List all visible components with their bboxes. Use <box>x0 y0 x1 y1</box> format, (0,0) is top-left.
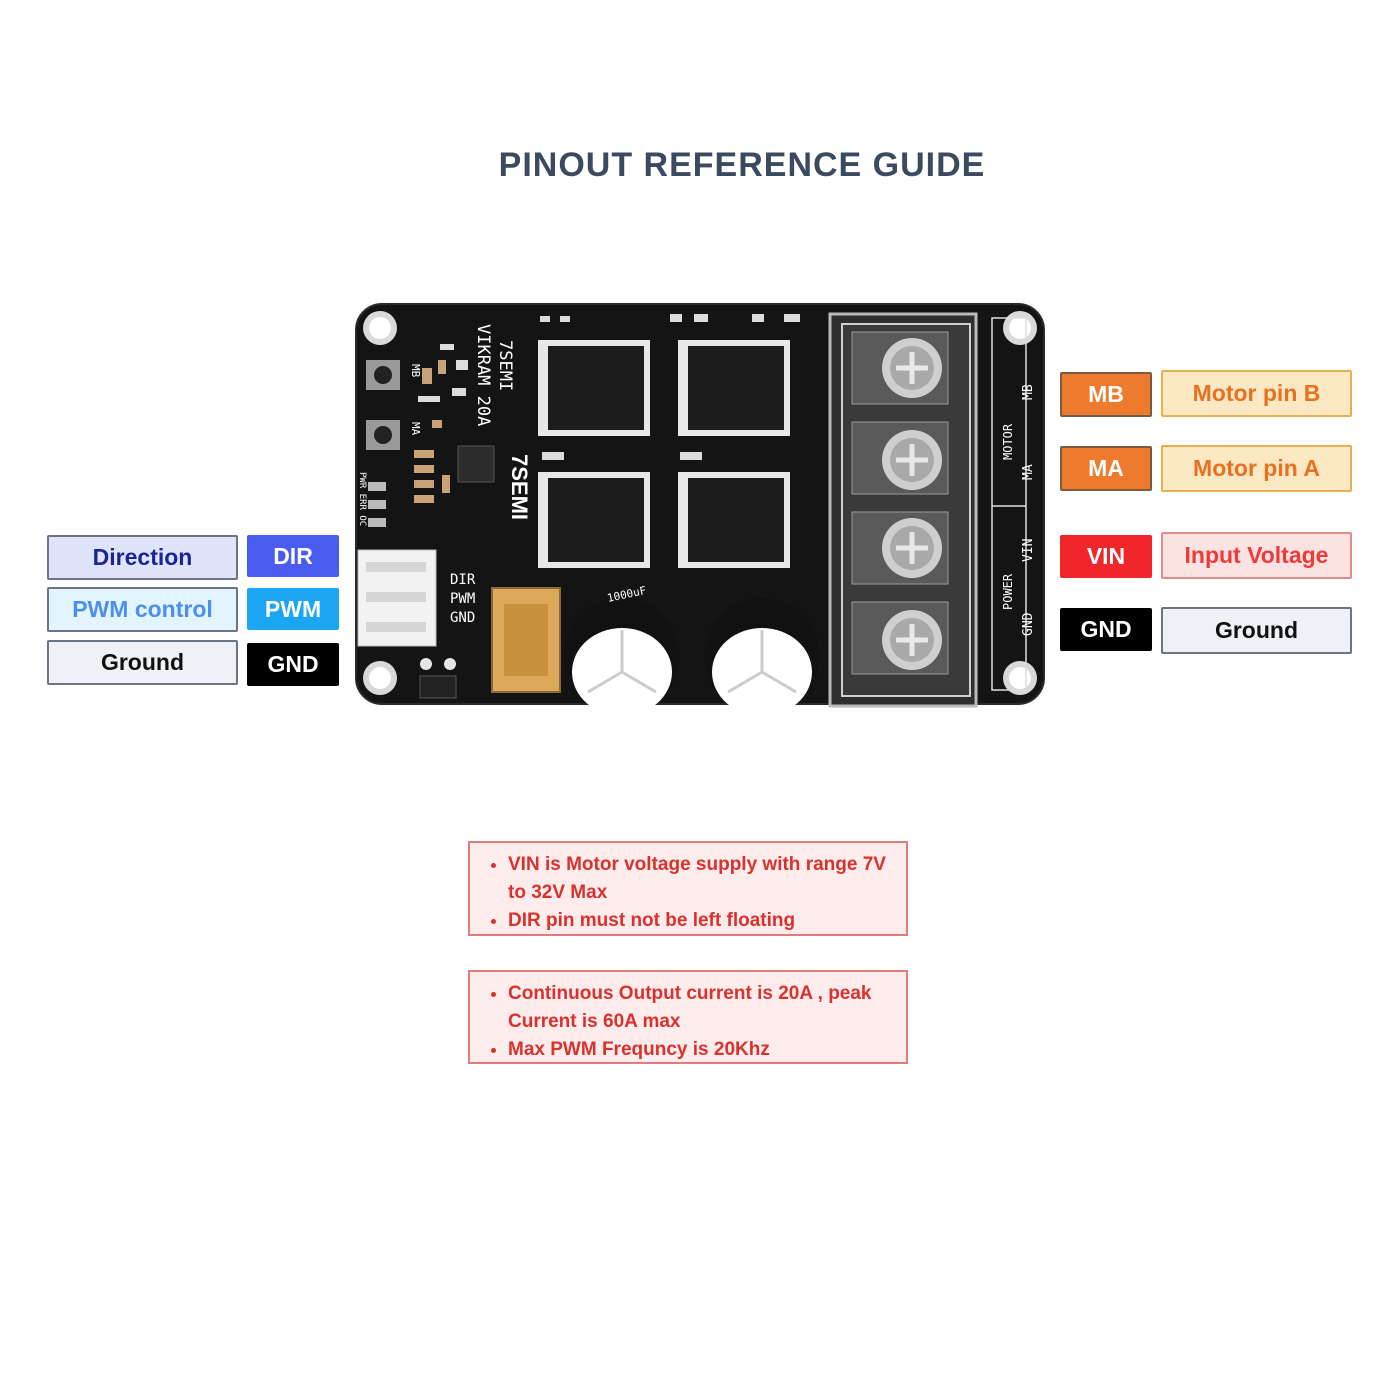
silk-dir: DIR <box>450 572 476 588</box>
capacitors <box>564 598 820 716</box>
silk-pwm: PWM <box>450 591 475 607</box>
note-item: Max PWM Frequncy is 20Khz <box>508 1036 892 1064</box>
pin-desc-motor-pin-a: Motor pin A <box>1161 445 1352 492</box>
silk-ma-button: MA <box>409 422 422 436</box>
silk-terminal-vin: VIN <box>1021 539 1036 562</box>
silk-terminal-mb: MB <box>1021 384 1036 400</box>
pin-desc-pwm-control: PWM control <box>47 587 238 632</box>
silk-terminal-ma: MA <box>1021 464 1036 480</box>
mounting-holes <box>363 311 1037 695</box>
pin-code-mb: MB <box>1060 372 1152 417</box>
push-buttons <box>366 360 400 450</box>
smd-components <box>414 360 450 503</box>
board-illustration: MB MA PWR ERR OC 7SEMI VIKRAM 20A 7SEMI … <box>355 303 1045 716</box>
silk-motor: MOTOR <box>1001 423 1015 460</box>
pin-code-gnd-right: GND <box>1060 608 1152 651</box>
pin-desc-input-voltage: Input Voltage <box>1161 532 1352 579</box>
silk-power: POWER <box>1001 573 1015 610</box>
silk-mb-button: MB <box>409 364 422 378</box>
silk-led-labels: PWR ERR OC <box>357 472 367 526</box>
pin-desc-ground-left: Ground <box>47 640 238 685</box>
pin-desc-ground-right: Ground <box>1161 607 1352 654</box>
pin-code-pwm: PWM <box>247 588 339 630</box>
terminal-block <box>828 312 978 708</box>
mcu-chip <box>457 445 495 483</box>
note-item: VIN is Motor voltage supply with range 7… <box>508 851 892 907</box>
pin-desc-motor-pin-b: Motor pin B <box>1161 370 1352 417</box>
silk-terminal-gnd: GND <box>1021 612 1036 636</box>
pin-code-gnd-left: GND <box>247 643 339 686</box>
pin-code-ma: MA <box>1060 446 1152 491</box>
board-logo: 7SEMI <box>507 454 532 520</box>
motor-driver-board: MB MA PWR ERR OC 7SEMI VIKRAM 20A 7SEMI … <box>352 300 1048 730</box>
silk-model: VIKRAM 20A <box>473 324 493 426</box>
status-leds <box>368 482 386 527</box>
silk-brand: 7SEMI <box>495 340 515 391</box>
pin-code-vin: VIN <box>1060 535 1152 578</box>
note-box-current: Continuous Output current is 20A , peak … <box>468 970 908 1064</box>
pin-desc-direction: Direction <box>47 535 238 580</box>
note-item: Continuous Output current is 20A , peak … <box>508 980 892 1036</box>
silk-gnd: GND <box>450 610 475 626</box>
note-box-voltage: VIN is Motor voltage supply with range 7… <box>468 841 908 936</box>
note-item: DIR pin must not be left floating <box>508 907 892 935</box>
pin-code-dir: DIR <box>247 535 339 577</box>
mosfets <box>538 340 790 568</box>
page-title: PINOUT REFERENCE GUIDE <box>498 146 986 184</box>
